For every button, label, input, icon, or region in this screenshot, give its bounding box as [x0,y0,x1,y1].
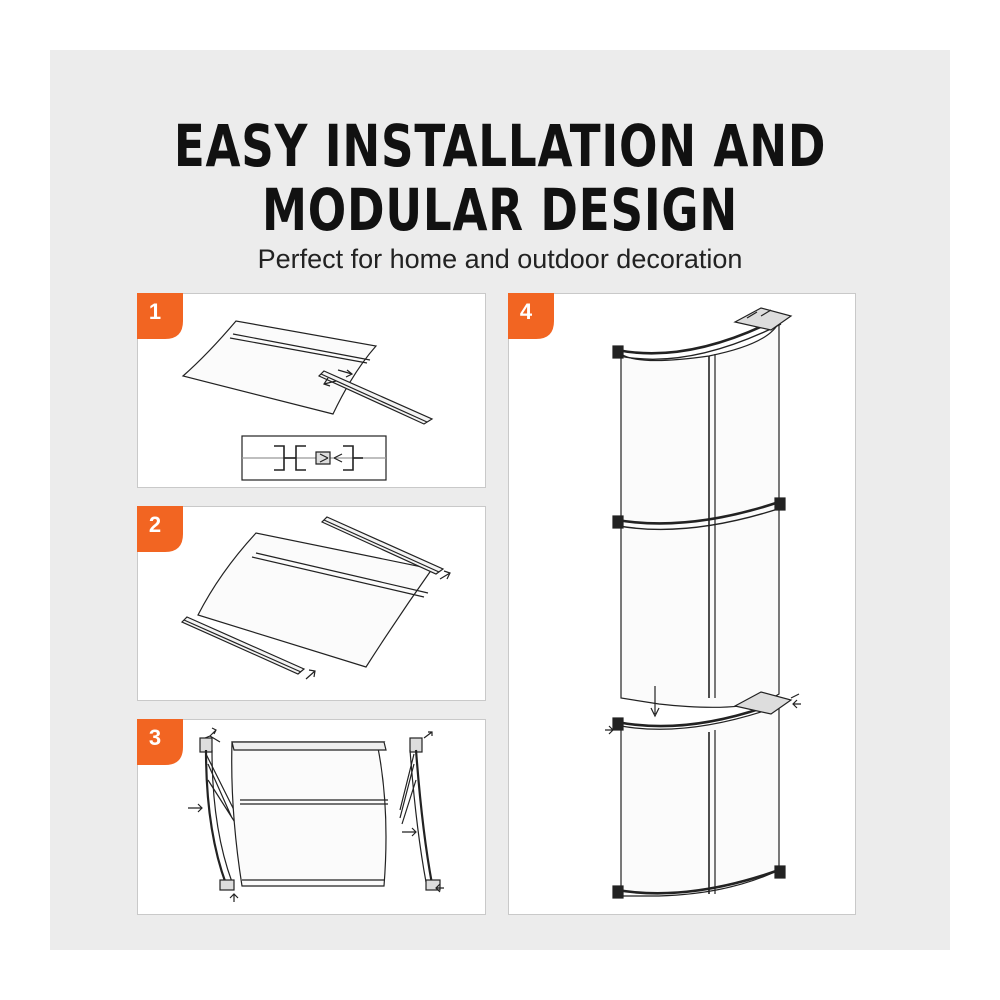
step-2-number: 2 [148,512,162,537]
step-4-panel: 4 [508,293,856,915]
step-3-illustration [188,727,444,902]
step-2-illustration [180,516,451,680]
step-1-number: 1 [148,299,162,324]
step-3-panel: 3 [137,719,486,915]
page-title-line-2: MODULAR DESIGN [262,176,738,244]
step-1-panel: 1 [137,293,486,488]
page-title-line-1: EASY INSTALLATION AND [173,112,827,180]
step-4-illustration [605,307,801,899]
step-2-panel: 2 [137,506,486,701]
step-1-badge: 1 [137,293,183,339]
page-subtitle: Perfect for home and outdoor decoration [257,244,743,274]
step-3-badge: 3 [137,719,183,765]
step-3-number: 3 [148,725,162,750]
step-1-illustration [181,320,434,481]
step-4-badge: 4 [508,293,554,339]
step-4-number: 4 [519,299,533,324]
step-2-badge: 2 [137,506,183,552]
